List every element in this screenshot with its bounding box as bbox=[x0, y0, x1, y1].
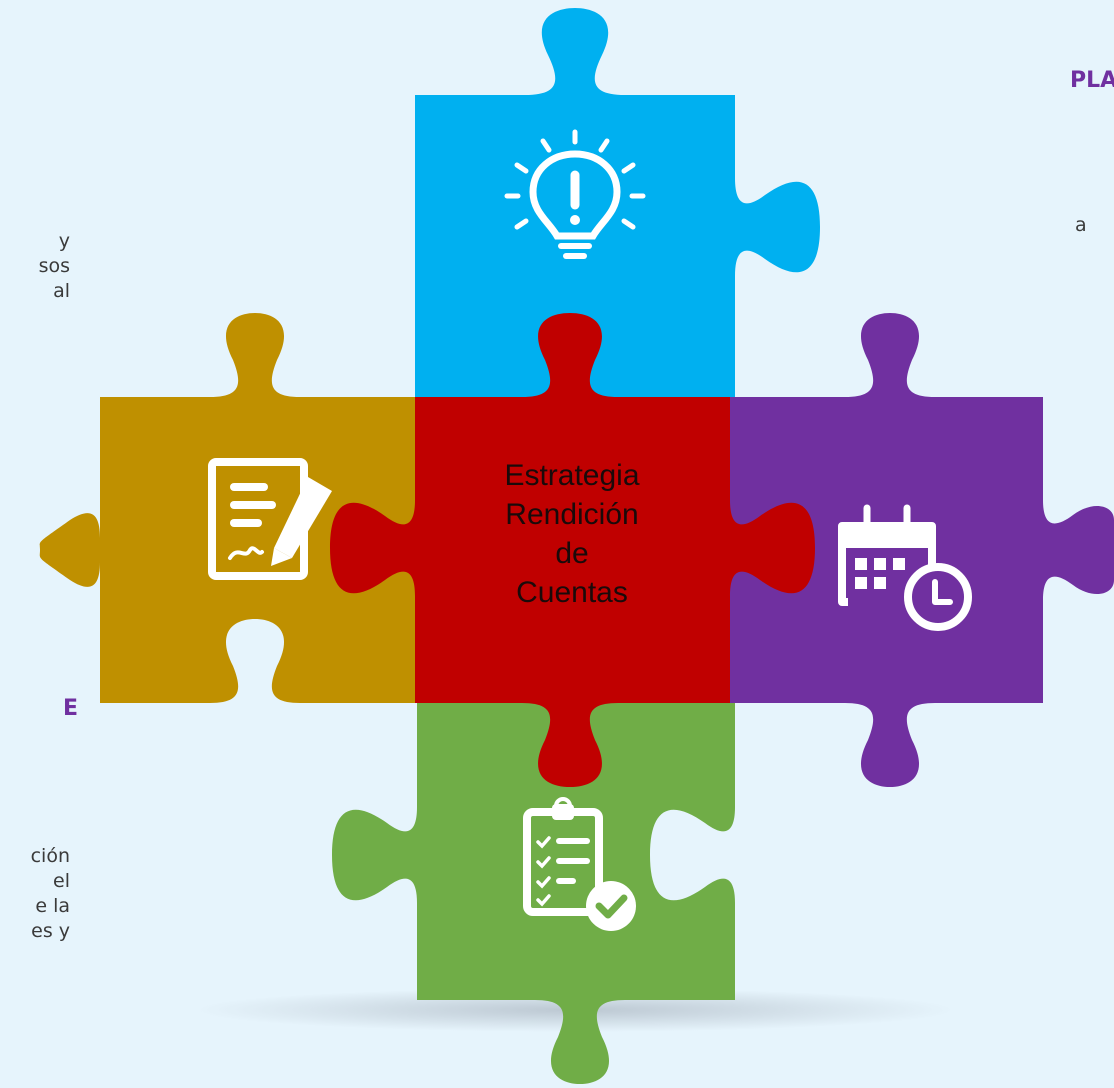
right-heading: PLA bbox=[1070, 68, 1114, 93]
puzzle-piece-purple bbox=[730, 313, 1114, 787]
left-top-line: sos bbox=[38, 255, 70, 277]
left-bottom-text: ción el e la es y bbox=[31, 844, 70, 944]
calendar-clock-icon bbox=[838, 504, 972, 631]
center-label: Estrategia Rendición de Cuentas bbox=[447, 456, 697, 612]
puzzle-piece-green bbox=[332, 703, 735, 1084]
purple-piece-shape bbox=[730, 313, 1114, 787]
center-label-line: Estrategia bbox=[504, 459, 640, 492]
gold-piece-shape bbox=[39, 313, 416, 703]
lightbulb-icon bbox=[504, 129, 646, 259]
left-bottom-line: e la bbox=[35, 895, 70, 917]
left-top-text: y sos al bbox=[39, 229, 70, 304]
checklist-clipboard-icon bbox=[523, 797, 636, 931]
left-bottom-line: el bbox=[53, 870, 70, 892]
center-label-line: de bbox=[555, 537, 589, 570]
left-heading: E bbox=[62, 696, 78, 721]
green-piece-shape bbox=[332, 703, 735, 1084]
left-top-line: al bbox=[53, 280, 70, 302]
puzzle-piece-gold bbox=[39, 313, 416, 703]
left-bottom-line: es y bbox=[31, 920, 70, 942]
left-top-line: y bbox=[58, 230, 70, 252]
signed-document-icon bbox=[208, 458, 332, 580]
puzzle-piece-red bbox=[330, 313, 815, 787]
center-label-line: Cuentas bbox=[516, 576, 628, 609]
center-label-line: Rendición bbox=[505, 498, 639, 531]
right-text: a bbox=[1075, 214, 1087, 236]
puzzle-piece-blue bbox=[415, 8, 820, 397]
left-bottom-line: ción bbox=[30, 845, 70, 867]
red-piece-shape bbox=[330, 313, 815, 787]
